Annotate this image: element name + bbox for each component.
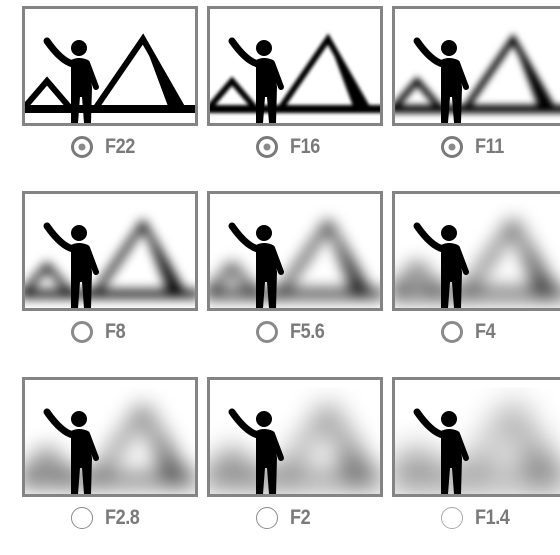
aperture-option[interactable]: F5.6 — [207, 317, 383, 347]
scene-illustration — [25, 380, 195, 494]
aperture-cell-4: F8 — [22, 191, 198, 369]
scene-illustration — [25, 9, 195, 123]
scene-illustration — [395, 380, 560, 494]
radio-icon[interactable] — [441, 136, 463, 158]
aperture-cell-9: F1.4 — [392, 377, 560, 555]
scene-illustration — [210, 380, 380, 494]
aperture-option[interactable]: F2.8 — [22, 503, 198, 533]
radio-icon[interactable] — [71, 507, 93, 529]
aperture-label: F16 — [290, 135, 328, 159]
scene-illustration — [210, 194, 380, 308]
scene-thumbnail — [207, 377, 383, 497]
radio-icon[interactable] — [256, 507, 278, 529]
scene-thumbnail — [22, 6, 198, 126]
aperture-label: F11 — [475, 135, 513, 159]
scene-illustration — [395, 194, 560, 308]
aperture-option[interactable]: F16 — [207, 132, 383, 162]
radio-dot-icon — [264, 144, 271, 151]
aperture-label: F8 — [105, 320, 143, 344]
aperture-option[interactable]: F8 — [22, 317, 198, 347]
scene-illustration — [395, 9, 560, 123]
aperture-option[interactable]: F22 — [22, 132, 198, 162]
radio-icon[interactable] — [71, 136, 93, 158]
scene-thumbnail — [22, 191, 198, 311]
scene-illustration — [210, 9, 380, 123]
aperture-option[interactable]: F1.4 — [392, 503, 560, 533]
scene-thumbnail — [392, 377, 560, 497]
scene-illustration — [25, 194, 195, 308]
radio-icon[interactable] — [441, 321, 463, 343]
radio-icon[interactable] — [441, 507, 463, 529]
aperture-cell-1: F22 — [22, 6, 198, 184]
aperture-option[interactable]: F11 — [392, 132, 560, 162]
aperture-cell-8: F2 — [207, 377, 383, 555]
aperture-cell-6: F4 — [392, 191, 560, 369]
aperture-label: F1.4 — [475, 506, 513, 530]
radio-icon[interactable] — [256, 136, 278, 158]
radio-icon[interactable] — [71, 321, 93, 343]
aperture-label: F5.6 — [290, 320, 328, 344]
aperture-cell-5: F5.6 — [207, 191, 383, 369]
aperture-cell-2: F16 — [207, 6, 383, 184]
aperture-option[interactable]: F2 — [207, 503, 383, 533]
aperture-option[interactable]: F4 — [392, 317, 560, 347]
radio-dot-icon — [79, 144, 86, 151]
aperture-label: F22 — [105, 135, 143, 159]
radio-icon[interactable] — [256, 321, 278, 343]
aperture-cell-7: F2.8 — [22, 377, 198, 555]
aperture-label: F2 — [290, 506, 328, 530]
scene-thumbnail — [392, 6, 560, 126]
scene-thumbnail — [207, 191, 383, 311]
scene-thumbnail — [392, 191, 560, 311]
aperture-cell-3: F11 — [392, 6, 560, 184]
scene-thumbnail — [207, 6, 383, 126]
scene-thumbnail — [22, 377, 198, 497]
aperture-label: F2.8 — [105, 506, 143, 530]
radio-dot-icon — [449, 144, 456, 151]
aperture-label: F4 — [475, 320, 513, 344]
